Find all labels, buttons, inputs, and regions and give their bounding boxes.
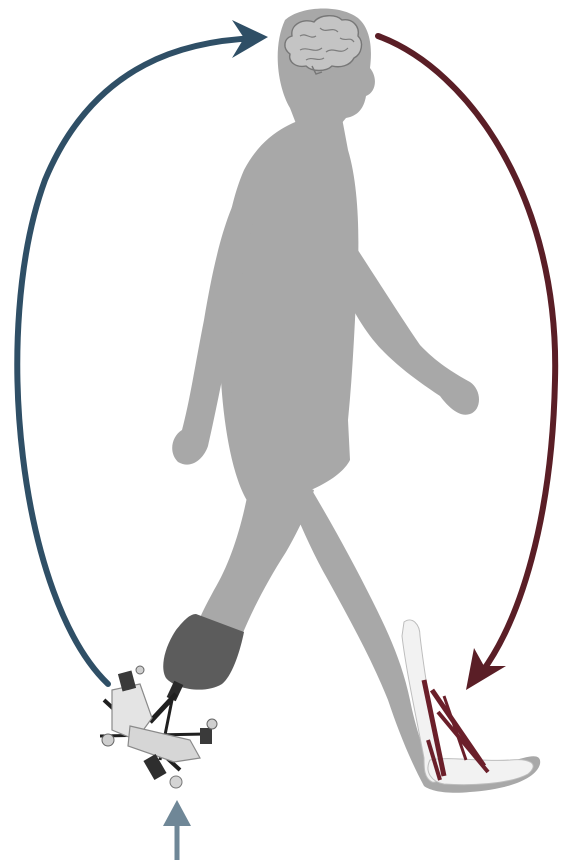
motor-command-arrowhead	[466, 648, 506, 690]
ground-input-arrow	[163, 800, 191, 860]
